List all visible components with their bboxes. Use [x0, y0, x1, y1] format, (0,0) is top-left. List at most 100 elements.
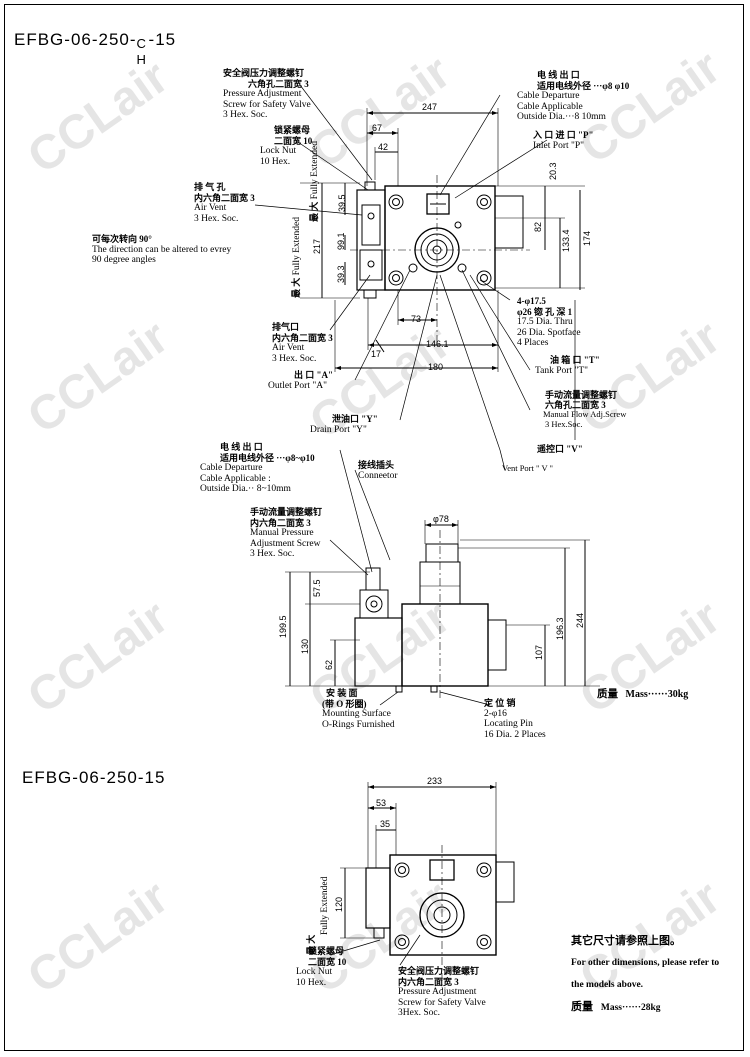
label-en: 90 degree angles	[92, 255, 156, 265]
cable-departure-label: 电 线 出 口 适用电线外径 ···φ8 φ10 Cable Departure…	[517, 70, 629, 123]
dim-217: 217	[312, 238, 322, 254]
label-zh: (带 O 形圈)	[322, 698, 367, 709]
model-prefix: EFBG-06-250-	[14, 30, 137, 49]
middle-view-drawing	[285, 469, 600, 706]
fully-extended-bottom: Fully Extended	[320, 877, 331, 935]
label-en: 2-φ16	[484, 708, 507, 719]
label-en: Mounting Surface	[322, 709, 391, 719]
dim-247: 247	[422, 102, 438, 112]
label-zh: 最 大	[291, 277, 301, 298]
label-zh: 锁紧螺母	[308, 946, 345, 956]
label-en: 26 Dia. Spotface	[517, 327, 581, 338]
label-en: 4 Places	[517, 338, 549, 348]
label-zh: 内六角二面宽 3	[272, 332, 333, 343]
outlet-port-label: 出 口 "A" Outlet Port "A"	[268, 370, 333, 391]
dim-67: 67	[372, 123, 383, 133]
dim-35: 35	[380, 819, 391, 829]
dim-53: 53	[376, 798, 387, 808]
dim-174: 174	[582, 230, 592, 246]
label-zh: 定 位 销	[484, 698, 516, 708]
fully-extended-lower: 最 大 Fully Extended	[291, 217, 303, 298]
label-en: 10 Hex.	[296, 977, 327, 988]
dim-120: 120	[334, 896, 344, 912]
vent-port-en: Vent Port " V "	[502, 463, 553, 474]
label-en: Vent Port " V "	[502, 463, 554, 473]
label-en: Cable Departure	[517, 91, 580, 101]
note-en: For other dimensions, please refer to	[571, 958, 720, 968]
dim-196-3: 196.3	[555, 617, 565, 640]
dim-180: 180	[428, 362, 444, 372]
label-en: Outlet Port "A"	[268, 380, 327, 391]
label-en: Locating Pin	[484, 719, 533, 729]
mounting-surface-label: 安 装 面 (带 O 形圈) Mounting Surface O-Rings …	[322, 688, 395, 730]
model-suffix: -15	[148, 30, 177, 49]
label-zh: 可每次转向 90°	[92, 234, 152, 244]
label-zh: 出 口 "A"	[294, 370, 333, 380]
label-en: Cable Applicable	[517, 101, 583, 112]
dim-99-1: 99.1	[336, 232, 346, 250]
label-en: Inlet Port "P"	[533, 140, 585, 151]
dim-130: 130	[300, 638, 310, 654]
dim-73: 73	[411, 314, 422, 324]
dim-107: 107	[534, 644, 544, 660]
dim-20-3: 20.3	[548, 162, 558, 180]
label-en: Tank Port "T"	[535, 365, 589, 376]
safety-screw-label: 安全阀压力调整螺钉 六角孔二面宽 3 Pressure Adjustment S…	[223, 68, 311, 121]
dim-phi78: φ78	[433, 514, 449, 524]
dim-233: 233	[427, 776, 443, 786]
label-en: Cable Departure	[200, 463, 263, 473]
label-zh: 电 线 出 口	[220, 442, 263, 452]
label-zh: 手动流量调整螺钉	[545, 390, 618, 400]
label-en: 3 Hex. Soc.	[272, 353, 317, 364]
dim-146-1: 146.1	[426, 339, 449, 349]
label-zh: 内六角二面宽 3	[250, 517, 311, 528]
label-en: Adjustment Screw	[250, 538, 321, 549]
label-en: Lock Nut	[260, 146, 297, 156]
label-en: 17.5 Dia. Thru	[517, 317, 573, 327]
safety-screw-label-bottom: 安全阀压力调整螺钉 内六角二面宽 3 Pressure Adjustment S…	[398, 966, 486, 1019]
air-vent-2-label: 排气口 内六角二面宽 3 Air Vent 3 Hex. Soc.	[272, 322, 333, 364]
dim-39-3: 39.3	[336, 265, 346, 283]
label-zh: 泄油口 "Y"	[332, 414, 378, 424]
label-zh: 接线插头	[358, 460, 395, 470]
tank-port-label: 油 箱 口 "T" Tank Port "T"	[535, 355, 600, 376]
label-zh: 质量	[571, 1001, 593, 1013]
direction-label: 可每次转向 90° The direction can be altered t…	[92, 234, 231, 266]
other-dimensions-note: 其它尺寸请参照上图。 For other dimensions, please …	[571, 930, 719, 1019]
label-zh: 适用电线外径 ···φ8 φ10	[537, 80, 630, 91]
inlet-port-label: 入 口 进 口 "P" Inlet Port "P"	[533, 130, 594, 151]
label-zh: 排 气 孔	[194, 182, 226, 192]
cable-departure-label-2: 电 线 出 口 适用电线外径 ···φ8~φ10 Cable Departure…	[200, 442, 315, 495]
drawing-frame	[4, 4, 744, 1051]
label-en: 10 Hex.	[260, 156, 291, 167]
drain-port-label: 泄油口 "Y" Drain Port "Y"	[310, 414, 378, 435]
mass-28kg: 质量 Mass······28kg	[571, 996, 719, 1019]
label-en: Fully Extended	[320, 876, 330, 935]
label-en: 16 Dia. 2 Places	[484, 729, 546, 740]
fully-extended-upper: 最 大 Fully Extended	[309, 141, 321, 222]
label-zh: 二面宽 10	[308, 956, 347, 967]
top-view-drawing	[254, 84, 585, 573]
label-en: Cable Applicable :	[200, 473, 271, 484]
dim-17: 17	[371, 349, 382, 359]
label-zh: 内六角二面宽 3	[398, 976, 459, 987]
label-zh: 安全阀压力调整螺钉	[223, 68, 305, 78]
vent-port-zh: 遥控口 "V"	[537, 444, 583, 455]
label-en: Screw for Safety Valve	[223, 99, 311, 110]
model-title-bottom: EFBG-06-250-15	[22, 768, 166, 787]
dim-62: 62	[324, 659, 334, 670]
mounting-holes-label: 4-φ17.5 φ26 锪 孔 深 1 17.5 Dia. Thru 26 Di…	[517, 296, 581, 349]
label-en: Air Vent	[194, 203, 227, 213]
dim-244: 244	[575, 612, 585, 628]
label-en: Manual Pressure	[250, 528, 314, 538]
label-en: Drain Port "Y"	[310, 424, 367, 435]
dim-57-5: 57.5	[312, 579, 322, 597]
label-zh: 二面宽 10	[274, 135, 313, 146]
label-zh: 油 箱 口 "T"	[550, 355, 600, 365]
model-variant-h: H	[136, 52, 147, 67]
label-en: Fully Extended	[292, 217, 302, 276]
label-en: Outside Dia.···8 10mm	[517, 112, 606, 122]
label-en: Fully Extended	[310, 141, 320, 200]
